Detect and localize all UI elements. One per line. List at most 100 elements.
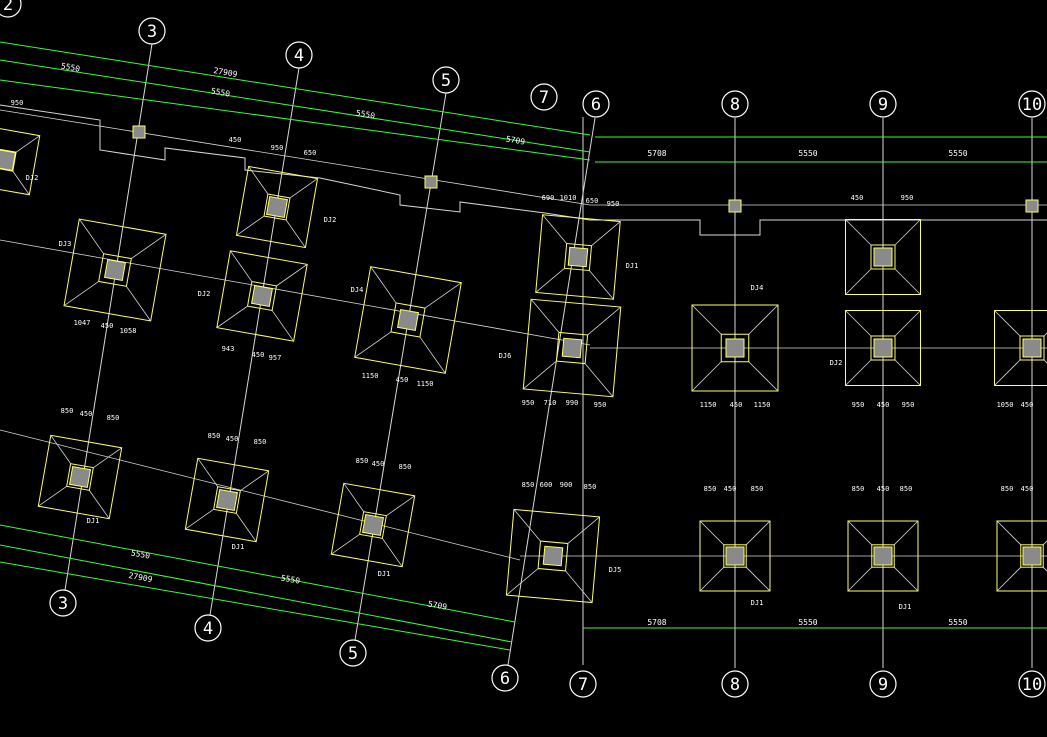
grid-bubble-top-label: 8 <box>730 95 740 115</box>
dim-text-lower-left: 5550 <box>280 573 301 585</box>
dim-text-lower: 450 <box>1021 485 1034 493</box>
dim-text-small: 950 <box>901 194 914 202</box>
footing <box>38 435 121 518</box>
dim-text-lower: 850 <box>900 485 913 493</box>
dim-text-mid: 957 <box>269 354 282 362</box>
row-line-b <box>0 240 590 345</box>
grid-bubble-top-label: 6 <box>591 95 601 115</box>
dim-text-lower: 600 <box>540 481 553 489</box>
dim-text-small: 450 <box>229 136 242 144</box>
footing-label: DJ5 <box>609 566 622 574</box>
grid-line <box>210 68 299 615</box>
footing-label: DJ1 <box>899 603 912 611</box>
grid-bubble-corner-label: 2 <box>3 0 13 15</box>
grid-bubble-bottom-label: 3 <box>58 594 68 614</box>
grid-bubble-bottom-label: 5 <box>348 644 358 664</box>
grid-bubble-top-label: 7 <box>539 88 549 108</box>
grid-bubble-top-label: 9 <box>878 95 888 115</box>
dim-text-upper-left: 5550 <box>210 86 231 98</box>
column-marker <box>729 200 741 212</box>
footing <box>64 219 166 321</box>
footing <box>236 166 317 247</box>
dim-text-mid: 990 <box>566 399 579 407</box>
dim-text-mid: 450 <box>1021 401 1034 409</box>
dim-text-mid: 1050 <box>997 401 1014 409</box>
footing-label: DJ2 <box>198 290 211 298</box>
dim-text-mid: 1150 <box>700 401 717 409</box>
dim-text-lower: 850 <box>254 438 267 446</box>
dim-text-lower: 450 <box>226 435 239 443</box>
grid-bubble-top-label: 4 <box>294 46 304 66</box>
dim-text-small: 950 <box>607 200 620 208</box>
dim-text-mid: 450 <box>101 322 114 330</box>
dim-text-lower: 850 <box>399 463 412 471</box>
footing-label: DJ2 <box>26 174 39 182</box>
footing <box>331 483 414 566</box>
dim-text-mid: 450 <box>877 401 890 409</box>
grid-bubble-top-label: 5 <box>441 71 451 91</box>
dim-text-mid: 1047 <box>74 319 91 327</box>
dim-text-lower: 850 <box>704 485 717 493</box>
footings <box>0 125 1047 602</box>
dim-text-mid: 450 <box>252 351 265 359</box>
column-marker <box>133 126 145 138</box>
footing-label: DJ1 <box>232 543 245 551</box>
grid-bubble-bottom-label: 4 <box>203 619 213 639</box>
row-line-c <box>0 430 520 560</box>
dimension-line <box>0 60 590 152</box>
dim-text-mid: 1150 <box>754 401 771 409</box>
grid-bubble-bottom-label: 8 <box>730 675 740 695</box>
dim-text-lower: 900 <box>560 481 573 489</box>
grid-bubble-top-label: 3 <box>147 22 157 42</box>
footing <box>355 267 462 374</box>
dim-text-upper-right: 5550 <box>948 149 967 158</box>
dim-text-small: 950 <box>271 144 284 152</box>
dim-text-lower: 850 <box>584 483 597 491</box>
dim-text-small: 1010 <box>560 194 577 202</box>
dim-text-small: 650 <box>586 197 599 205</box>
dim-text-lower-right: 5550 <box>948 618 967 627</box>
dim-text-lower: 850 <box>751 485 764 493</box>
dim-text-lower: 850 <box>522 481 535 489</box>
dim-text-mid: 1150 <box>417 380 434 388</box>
dim-text-lower-left: 5550 <box>130 548 151 560</box>
dim-text-lower-right: 5708 <box>647 618 666 627</box>
dim-text-lower: 450 <box>724 485 737 493</box>
dim-text-mid: 950 <box>852 401 865 409</box>
footing-label: DJ2 <box>830 359 843 367</box>
footing-label: DJ4 <box>751 284 764 292</box>
dim-text-upper-left: 5550 <box>60 61 81 73</box>
dim-text-lower: 450 <box>80 410 93 418</box>
grid-bubble-bottom-label: 9 <box>878 675 888 695</box>
dim-text-lower: 850 <box>356 457 369 465</box>
footing-label: DJ4 <box>351 286 364 294</box>
footing-label: DJ2 <box>324 216 337 224</box>
dim-text-small: 650 <box>304 149 317 157</box>
dim-text-lower: 850 <box>208 432 221 440</box>
footing-label: DJ1 <box>626 262 639 270</box>
dim-text-lower: 850 <box>107 414 120 422</box>
dim-text-lower: 850 <box>852 485 865 493</box>
footing <box>0 125 40 195</box>
dim-text-upper-right: 5708 <box>647 149 666 158</box>
dim-text-mid: 1150 <box>362 372 379 380</box>
grid-line <box>355 93 446 640</box>
dim-text-mid: 450 <box>396 376 409 384</box>
grid-bubble-bottom-label: 6 <box>500 669 510 689</box>
column-marker <box>1026 200 1038 212</box>
dim-text-lower-right: 5550 <box>798 618 817 627</box>
dim-text-mid: 450 <box>730 401 743 409</box>
dim-text-mid: 1058 <box>120 327 137 335</box>
grid-bubble-bottom-label: 10 <box>1022 675 1042 695</box>
footing-label: DJ1 <box>87 517 100 525</box>
dim-text-lower-left: 5709 <box>427 599 448 611</box>
dim-text-upper-left: 5709 <box>505 134 526 146</box>
dim-text-lower: 450 <box>877 485 890 493</box>
dimension-line <box>0 545 512 642</box>
dim-text-small: 690 <box>542 194 555 202</box>
dim-text-mid: 710 <box>544 399 557 407</box>
footing <box>185 458 268 541</box>
dim-text-mid: 950 <box>902 401 915 409</box>
